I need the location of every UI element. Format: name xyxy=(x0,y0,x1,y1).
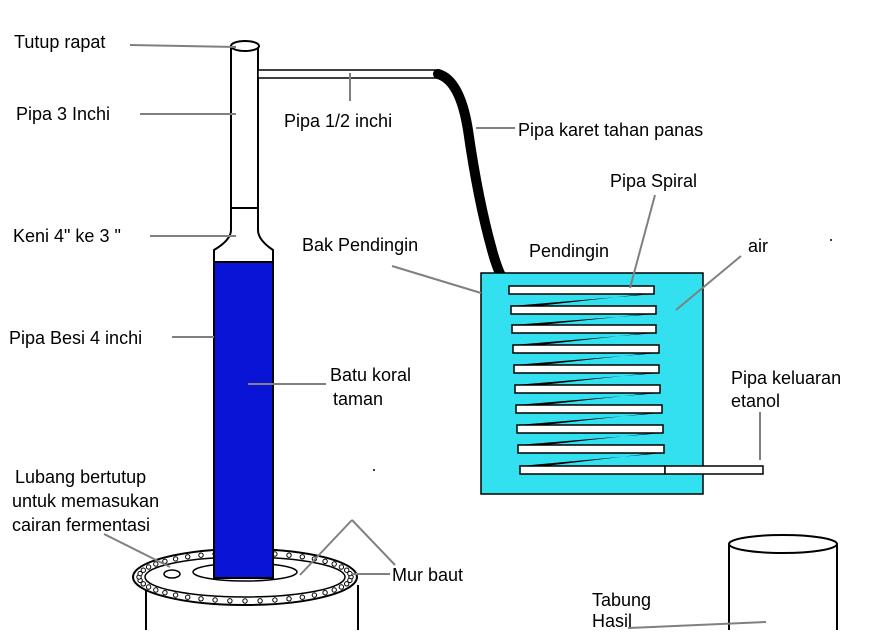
label-lubang-line3: cairan fermentasi xyxy=(12,515,151,535)
bolt-hole xyxy=(198,552,204,558)
label-keni: Keni 4" ke 3 " xyxy=(13,226,121,246)
bolt-hole xyxy=(344,581,350,587)
label-batu-line1: Batu koral xyxy=(330,365,412,385)
bolt-hole xyxy=(331,587,337,593)
label-pipa-keluaran-line2: etanol xyxy=(731,391,781,411)
bolt-hole xyxy=(311,592,318,598)
filler-cap xyxy=(163,569,181,579)
heat-resistant-hose xyxy=(433,69,515,293)
bolt-hole xyxy=(338,564,345,570)
bolt-hole xyxy=(140,581,147,587)
bolt-hole xyxy=(172,592,179,598)
bolt-hole xyxy=(145,564,152,570)
label-pendingin: Pendingin xyxy=(529,241,610,261)
bolt-hole xyxy=(162,590,168,596)
coil-tube xyxy=(514,384,661,394)
label-pipa-karet: Pipa karet tahan panas xyxy=(518,120,704,140)
bolt-hole xyxy=(137,570,143,577)
bolt-hole xyxy=(347,577,353,584)
bolt-hole xyxy=(153,587,159,593)
coil-tube xyxy=(516,424,664,434)
spiral-pipe xyxy=(508,285,666,475)
label-tabung-line1: Tabung xyxy=(592,590,652,610)
label-lubang-line2: untuk memasukan xyxy=(12,491,160,511)
bolt-hole xyxy=(212,597,218,603)
coil-tube xyxy=(515,404,663,414)
bolt-hole xyxy=(140,567,147,573)
bolt-hole xyxy=(153,561,159,567)
pipe-3-inch xyxy=(230,45,259,209)
bolt-hole xyxy=(338,584,345,590)
coil-tube xyxy=(508,285,655,295)
bolt-hole xyxy=(227,598,233,604)
bolt-hole xyxy=(185,554,191,560)
bolt-hole xyxy=(185,594,191,600)
bolt-hole xyxy=(299,554,305,560)
label-batu-line2: taman xyxy=(333,389,384,409)
label-pipa-half: Pipa 1/2 inchi xyxy=(284,111,393,131)
coil-tube xyxy=(511,324,657,334)
bolt-hole xyxy=(347,570,353,577)
bolt-hole xyxy=(299,594,305,600)
bolt-hole xyxy=(322,558,328,564)
label-mur-baut: Mur baut xyxy=(392,565,464,585)
label-pipa-3-inchi: Pipa 3 Inchi xyxy=(16,104,111,124)
label-lubang-line1: Lubang bertutup xyxy=(15,467,147,487)
bolt-hole xyxy=(257,598,263,604)
bolt-hole xyxy=(145,584,152,590)
bolt-hole xyxy=(331,561,337,567)
pipe-half-inch xyxy=(257,69,439,79)
bolt-hole xyxy=(286,552,292,558)
bolt-holes xyxy=(136,550,354,604)
bolt-hole xyxy=(272,597,278,603)
label-pipa-keluaran-line1: Pipa keluaran xyxy=(731,368,842,388)
bolt-hole xyxy=(322,590,328,596)
label-bak-pendingin: Bak Pendingin xyxy=(302,235,419,255)
bolt-hole xyxy=(172,556,179,562)
label-pipa-besi: Pipa Besi 4 inchi xyxy=(9,328,143,348)
bolt-hole xyxy=(198,596,204,602)
bolt-hole xyxy=(344,567,350,573)
label-air: air xyxy=(748,236,769,256)
bolt-hole xyxy=(286,596,292,602)
coil-tube xyxy=(512,344,660,354)
result-tube xyxy=(728,534,838,554)
bolt-hole xyxy=(242,598,248,604)
label-tabung-line2: Hasil xyxy=(592,611,633,631)
coil-tube xyxy=(519,465,666,475)
label-tutup-rapat: Tutup rapat xyxy=(14,32,106,52)
coil-tube xyxy=(510,305,657,315)
coil-tube xyxy=(517,444,665,454)
leader-lines xyxy=(103,44,767,629)
outlet-pipe xyxy=(664,465,764,475)
label-pipa-spiral: Pipa Spiral xyxy=(610,171,698,191)
coil-tube xyxy=(513,364,660,374)
iron-pipe-4-inch xyxy=(213,261,274,579)
